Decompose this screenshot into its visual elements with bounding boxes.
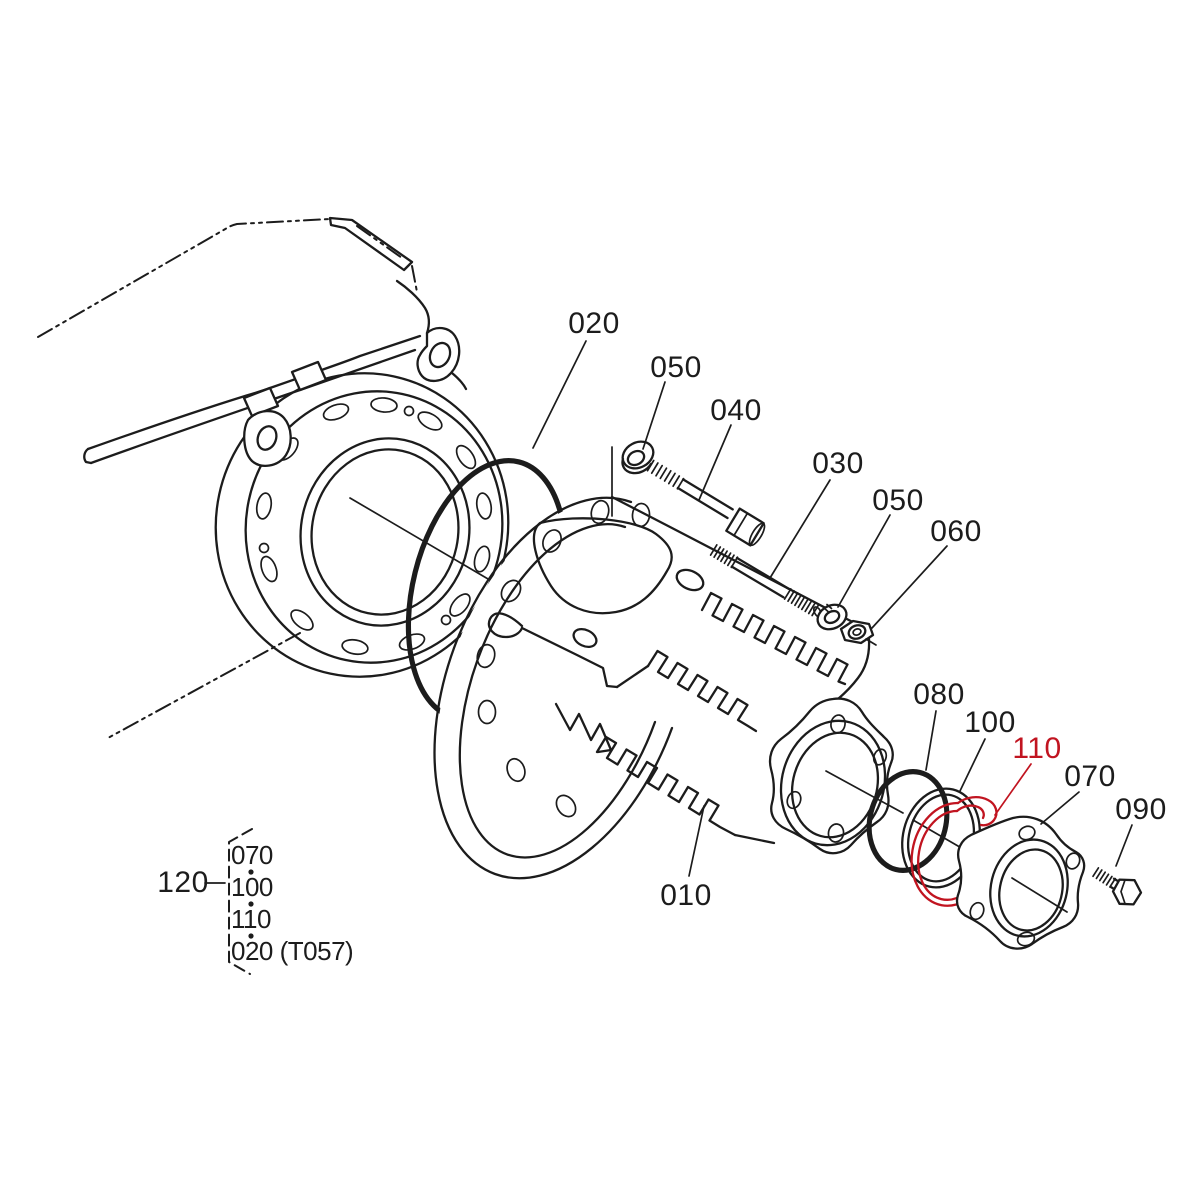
legend-item: 100 — [231, 872, 273, 902]
leader-lines — [532, 340, 1133, 877]
label-050-upper: 050 — [650, 351, 702, 384]
label-090: 090 — [1115, 793, 1167, 826]
washer-050-lower-drawing — [816, 603, 848, 631]
bolt-030-drawing — [709, 544, 823, 618]
leader-050-upper — [642, 381, 666, 450]
leader-100 — [959, 738, 986, 792]
legend-item: 020 (T057) — [231, 936, 353, 966]
mount-ear-upper — [416, 326, 461, 383]
legend-bracket — [228, 828, 253, 975]
rear-axle-mount — [214, 279, 510, 678]
leader-070 — [1040, 791, 1080, 825]
mount-ear-lower — [243, 409, 292, 467]
leader-010 — [688, 805, 705, 877]
leader-030 — [769, 479, 831, 579]
legend-item: 110 — [231, 904, 271, 934]
fins-middle — [646, 649, 758, 733]
fins-bottom — [595, 735, 737, 837]
flange-bolt-holes — [476, 499, 651, 818]
arm-clamp-block — [290, 360, 328, 392]
label-050-lower: 050 — [872, 484, 924, 517]
nut-060-drawing — [839, 619, 877, 646]
leader-090 — [1115, 824, 1133, 867]
label-030: 030 — [812, 447, 864, 480]
oring-080-drawing — [866, 769, 950, 873]
arm-clamp-block — [242, 386, 280, 418]
cover-070-drawing — [955, 815, 1086, 950]
flange-slots — [255, 397, 493, 656]
nut-050-upper-drawing — [611, 440, 655, 517]
support-arm — [83, 326, 468, 467]
leader-060 — [871, 545, 948, 629]
leader-020 — [532, 340, 587, 449]
group-legend: 120 070 100 110 020 (T057) — [157, 828, 354, 975]
bolt-090-drawing — [1092, 867, 1143, 906]
fender-step — [328, 216, 414, 272]
label-060: 060 — [930, 515, 982, 548]
leader-050-lower — [837, 514, 891, 608]
label-010: 010 — [660, 879, 712, 912]
label-070: 070 — [1064, 760, 1116, 793]
leader-040 — [698, 424, 732, 501]
label-100: 100 — [964, 706, 1016, 739]
label-040: 040 — [710, 394, 762, 427]
legend-item: 070 — [231, 840, 273, 870]
bolt-040-drawing — [646, 459, 766, 547]
part-labels: 020 050 040 030 050 060 080 100 110 070 … — [568, 307, 1167, 912]
rib-gusset — [554, 702, 613, 754]
label-110: 110 — [1012, 732, 1061, 765]
legend-ref-label: 120 — [157, 866, 209, 899]
tractor-silhouette — [37, 216, 418, 739]
label-020: 020 — [568, 307, 620, 340]
leader-080 — [925, 710, 937, 771]
leader-110 — [994, 763, 1032, 816]
fins-top — [700, 591, 849, 686]
axle-case-010-drawing — [433, 495, 894, 880]
label-080: 080 — [913, 678, 965, 711]
